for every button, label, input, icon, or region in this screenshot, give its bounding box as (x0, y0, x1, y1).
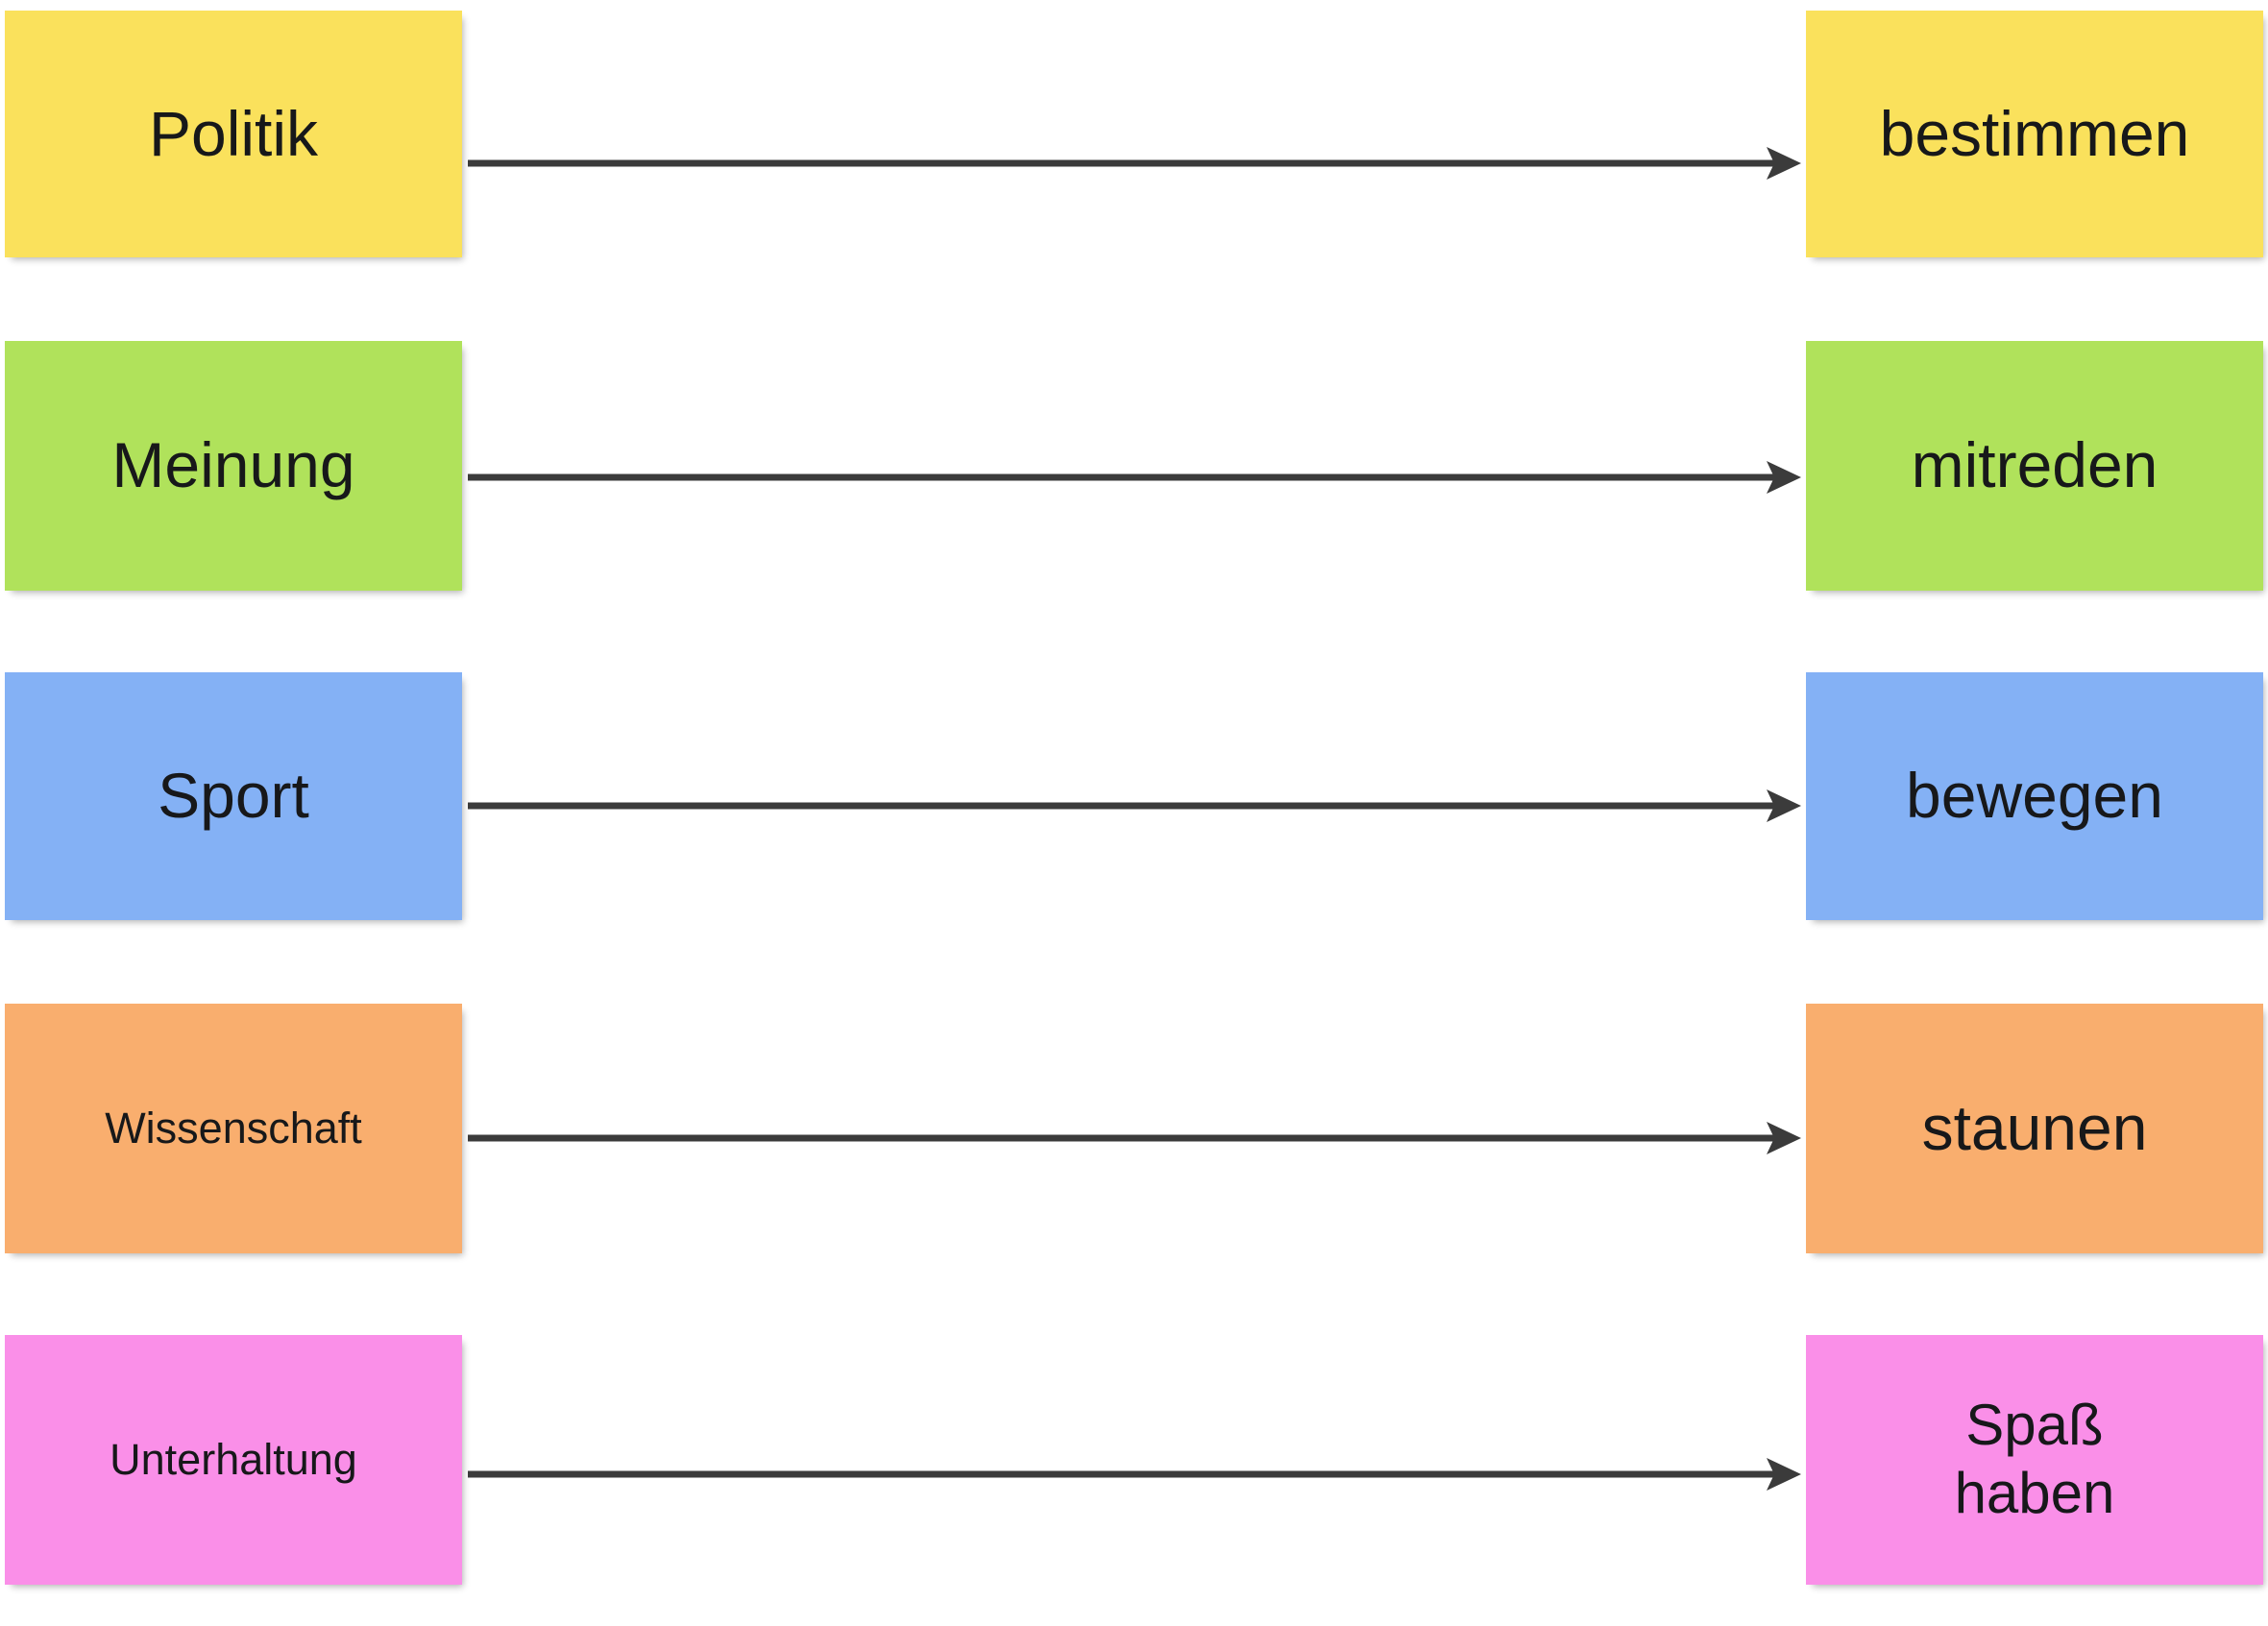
action-card-spass-haben[interactable]: Spaß haben (1806, 1335, 2263, 1585)
action-card-bewegen[interactable]: bewegen (1806, 672, 2263, 920)
arrow-icon (468, 461, 1801, 494)
arrow-icon (468, 147, 1801, 180)
arrow-icon (468, 1122, 1801, 1154)
topic-card-sport[interactable]: Sport (5, 672, 462, 920)
topic-card-wissenschaft[interactable]: Wissenschaft (5, 1004, 462, 1253)
action-card-staunen[interactable]: staunen (1806, 1004, 2263, 1253)
topic-card-unterhaltung[interactable]: Unterhaltung (5, 1335, 462, 1585)
action-card-mitreden[interactable]: mitreden (1806, 341, 2263, 591)
arrow-icon (468, 1458, 1801, 1491)
action-card-bestimmen[interactable]: bestimmen (1806, 11, 2263, 257)
topic-card-meinung[interactable]: Meinung (5, 341, 462, 591)
topic-card-politik[interactable]: Politik (5, 11, 462, 257)
arrow-icon (468, 789, 1801, 822)
